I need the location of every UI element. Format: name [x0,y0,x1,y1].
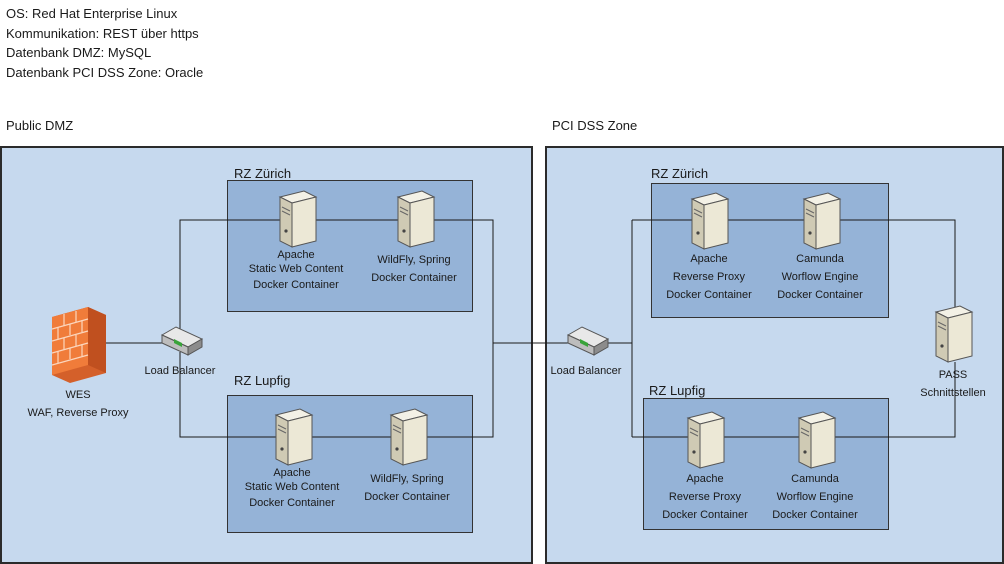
server-icon [394,189,436,254]
label-line: Apache [273,467,311,479]
rz-box-pci-zurich [651,183,889,318]
zone-title-dmz: Public DMZ [6,118,74,133]
label-line: WildFly, Spring [377,254,451,266]
label-line: Reverse Proxy [672,271,746,283]
info-block: OS: Red Hat Enterprise Linux Kommunikati… [6,4,203,82]
label-line: Static Web Content [248,263,344,275]
label-line: Docker Container [364,491,450,503]
label-line: Camunda [791,473,839,485]
server-label-pci-top-camunda: Camunda Worflow Engine Docker Container [777,250,863,304]
server-label-pci-bottom-apache: Apache Reverse Proxy Docker Container [662,470,748,524]
server-icon [684,410,726,475]
zone-title-pci: PCI DSS Zone [552,118,638,133]
load-balancer-icon [566,325,610,362]
info-datenbank-pci: Datenbank PCI DSS Zone: Oracle [6,64,204,80]
firewall-label-line1: WES [65,389,91,401]
label-line: Docker Container [666,289,752,301]
rz-box-dmz-lupfig [227,395,473,533]
label-line: Apache [690,253,728,265]
label-line: WildFly, Spring [370,473,444,485]
label-line: Docker Container [777,289,863,301]
label-line: Apache [686,473,724,485]
label-line: Reverse Proxy [668,491,742,503]
info-os: OS: Red Hat Enterprise Linux [6,6,178,21]
server-icon [272,407,314,472]
load-balancer-label-dmz: Load Balancer [144,365,216,377]
label-line: Docker Container [249,497,335,509]
rz-title-dmz-zurich: RZ Zürich [234,166,292,181]
server-label-dmz-bottom-apache: Apache Static Web Content Docker Contain… [245,466,340,512]
label-line: Schnittstellen [920,387,986,399]
server-icon [276,189,318,254]
rz-box-pci-lupfig [643,398,889,530]
server-icon [387,407,429,472]
label-line: Worflow Engine [776,491,854,503]
rz-title-dmz-lupfig: RZ Lupfig [234,373,291,388]
server-icon [800,191,842,256]
server-label-dmz-bottom-wildfly: WildFly, Spring Docker Container [364,470,450,506]
label-line: Docker Container [371,272,457,284]
server-label-pci-bottom-camunda: Camunda Worflow Engine Docker Container [772,470,858,524]
load-balancer-label-pci: Load Balancer [550,365,622,377]
label-line: Worflow Engine [781,271,859,283]
label-line: PASS [938,369,968,381]
label-line: Static Web Content [244,481,340,493]
label-line: Docker Container [772,509,858,521]
rz-title-pci-zurich: RZ Zürich [651,166,709,181]
server-label-dmz-top-wildfly: WildFly, Spring Docker Container [371,251,457,287]
server-icon [688,191,730,256]
rz-title-pci-lupfig: RZ Lupfig [649,383,706,398]
label-line: Docker Container [253,279,339,291]
info-kommunikation: Kommunikation: REST über https [6,25,199,41]
server-icon [932,304,974,369]
server-label-dmz-top-apache: Apache Static Web Content Docker Contain… [249,248,344,294]
server-label-pass: PASS Schnittstellen [920,366,985,402]
label-line: Camunda [796,253,844,265]
load-balancer-icon [160,325,204,362]
firewall-label: WES WAF, Reverse Proxy [27,386,128,422]
label-line: Docker Container [662,509,748,521]
label-line: Apache [277,249,315,261]
server-label-pci-top-apache: Apache Reverse Proxy Docker Container [666,250,752,304]
info-datenbank-dmz: Datenbank DMZ: MySQL [6,45,152,60]
server-icon [795,410,837,475]
firewall-icon [51,307,106,388]
firewall-label-line2: WAF, Reverse Proxy [27,407,129,419]
